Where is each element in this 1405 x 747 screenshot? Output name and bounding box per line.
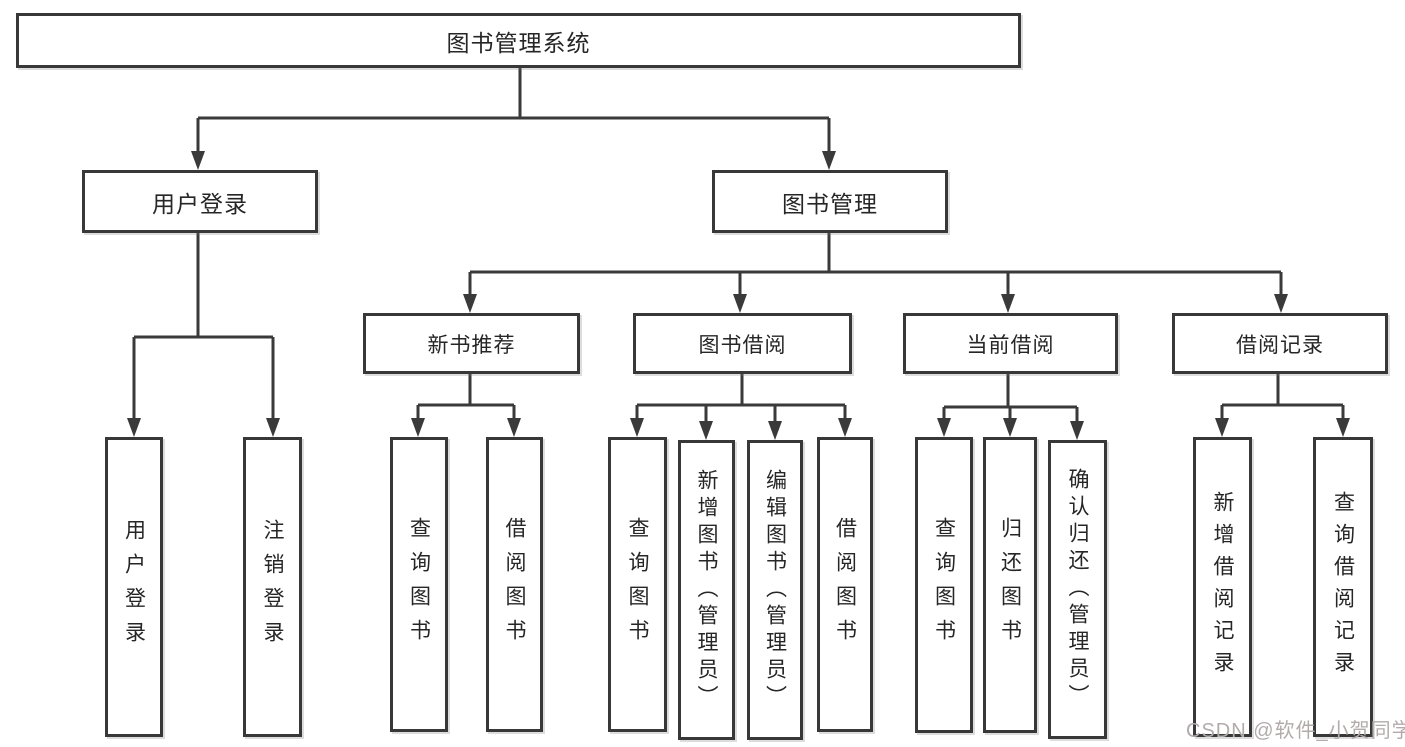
csdn-watermark: CSDN @软件_小贺同学 [1186,720,1405,742]
connector-book-management-children [463,233,1288,313]
leaf-logout: 注销登录 [243,437,302,737]
leaf-add-book-admin: 新增图书（管理员） [678,440,735,740]
connector-book-borrowing-children [630,374,852,440]
leaf-borrow-books-2: 借阅图书 [817,437,873,732]
leaf-query-books-1: 查询图书 [390,437,448,732]
connector-new-book-recommend-children [411,374,521,437]
leaf-confirm-return-admin: 确认归还（管理员） [1048,440,1107,739]
leaf-edit-book-admin: 编辑图书（管理员） [747,440,803,740]
node-user-login: 用户登录 [82,170,318,233]
node-book-management: 图书管理 [712,170,948,233]
connector-root-to-level1 [191,68,836,170]
node-borrow-records: 借阅记录 [1172,313,1388,374]
node-new-book-recommend: 新书推荐 [363,313,580,374]
leaf-query-borrow-record: 查询借阅记录 [1313,437,1373,737]
node-library-management-system: 图书管理系统 [16,13,1021,68]
connector-borrow-records-children [1215,374,1350,437]
connector-current-borrowing-children [937,374,1084,440]
leaf-query-books-3: 查询图书 [915,437,973,733]
node-book-borrowing: 图书借阅 [633,313,852,374]
leaf-query-books-2: 查询图书 [608,437,667,732]
leaf-borrow-books-1: 借阅图书 [486,437,543,732]
leaf-return-book: 归还图书 [983,437,1037,733]
leaf-add-borrow-record: 新增借阅记录 [1193,437,1252,737]
connector-user-login-children [127,233,280,437]
leaf-user-login: 用户登录 [105,437,163,737]
node-current-borrowing: 当前借阅 [903,313,1118,374]
